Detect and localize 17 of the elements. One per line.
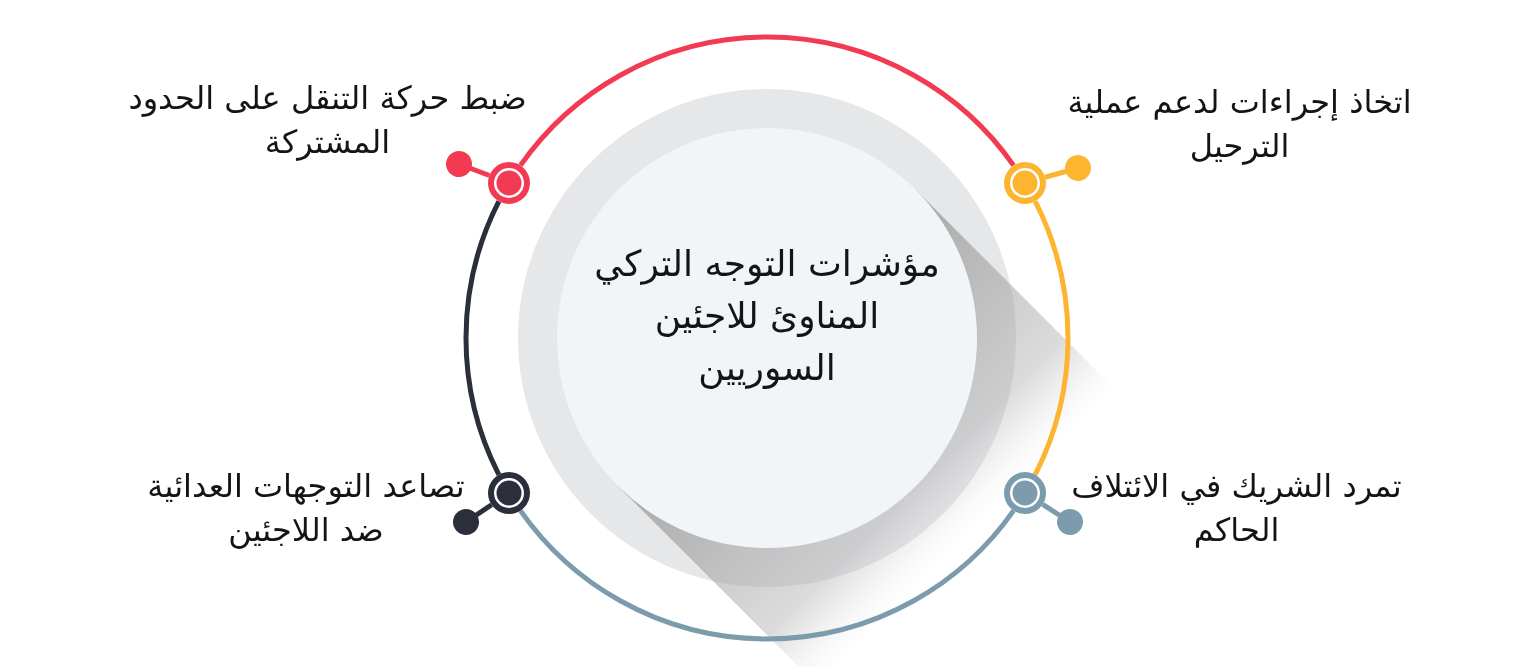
- ring-marker-icon: [1004, 161, 1046, 204]
- ring-marker-icon: [488, 472, 530, 514]
- leader-line: [453, 502, 493, 535]
- ring-arc: [463, 200, 502, 476]
- leader-line: [1044, 155, 1091, 181]
- label-text: اتخاذ إجراءات لدعم عملية الترحيل: [1066, 80, 1413, 168]
- ring-arc: [518, 509, 1016, 641]
- ring-marker-icon: [488, 161, 530, 204]
- title-text: مؤشرات التوجه التركي المناوئ للاجئين السوريين: [593, 242, 941, 391]
- ring-arc: [1032, 200, 1071, 476]
- leader-line: [446, 151, 491, 178]
- ring-arc: [518, 35, 1016, 167]
- label-text: ضبط حركة التنقل على الحدود المشتركة: [127, 76, 528, 164]
- label-text: تصاعد التوجهات العدائية ضد اللاجئين: [146, 464, 466, 552]
- leader-line: [1041, 502, 1083, 535]
- ring-marker-icon: [1004, 472, 1046, 514]
- label-text: تمرد الشريك في الائتلاف الحاكم: [1070, 464, 1403, 552]
